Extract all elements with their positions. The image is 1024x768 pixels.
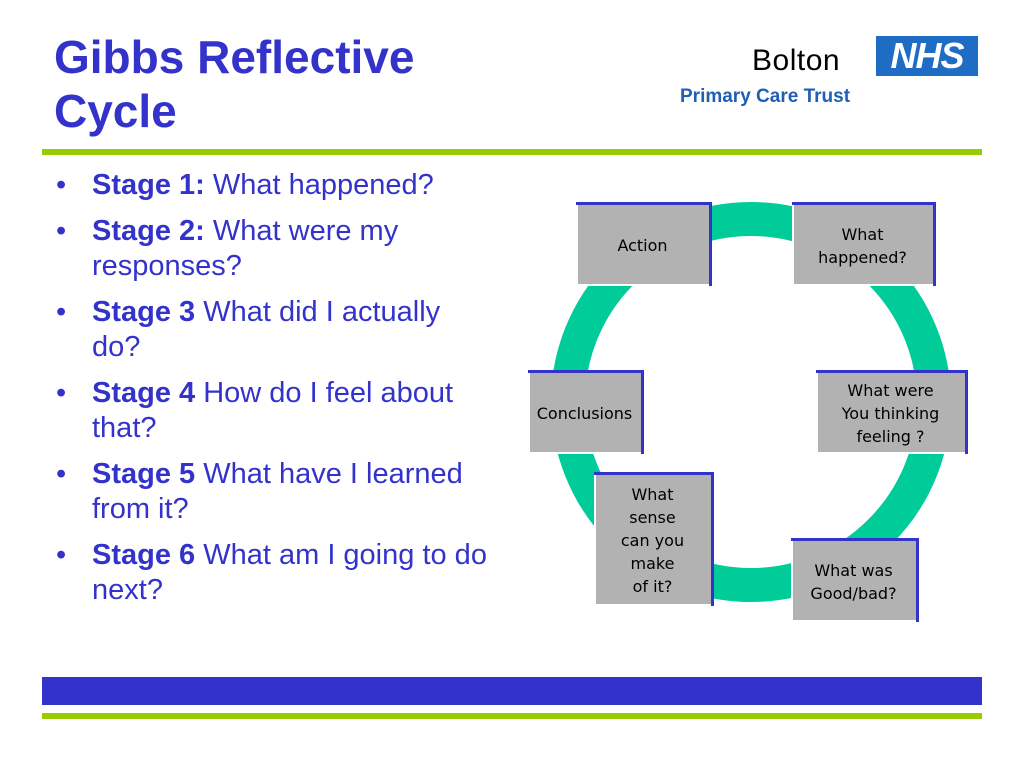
bullet-icon: • <box>56 377 67 409</box>
stage-text: What happened? <box>204 169 434 201</box>
node-thinking-feeling-label: What were You thinking feeling ? <box>841 381 940 446</box>
stage-item: • Stage 1: What happened? <box>54 168 494 203</box>
logo-place-name: Bolton <box>752 44 841 77</box>
stage-label: Stage 6 <box>92 539 196 571</box>
node-thinking-feeling: What were You thinking feeling ? <box>816 370 968 454</box>
bullet-icon: • <box>56 169 67 201</box>
bullet-icon: • <box>56 539 67 571</box>
stage-item: • Stage 6 What am I going to do next? <box>54 538 494 608</box>
stage-item: • Stage 2: What were my responses? <box>54 214 494 284</box>
node-make-sense-label: What sense can you make of it? <box>620 485 685 596</box>
stage-item: • Stage 4 How do I feel about that? <box>54 376 494 446</box>
stage-text: How do I feel about that? <box>92 377 454 444</box>
node-make-sense: What sense can you make of it? <box>594 472 714 606</box>
slide-title: Gibbs Reflective Cycle <box>54 31 415 137</box>
stage-text: What were my responses? <box>92 215 399 282</box>
stage-label: Stage 1: <box>92 169 205 201</box>
node-action-label: Action <box>617 236 668 255</box>
node-what-happened: What happened? <box>792 202 936 286</box>
logo-trust-name: Primary Care Trust <box>680 86 851 107</box>
node-conclusions: Conclusions <box>528 370 644 454</box>
stage-text: What did I actually do? <box>92 296 441 363</box>
node-good-bad: What was Good/bad? <box>791 538 919 622</box>
stage-label: Stage 3 <box>92 296 196 328</box>
node-good-bad-label: What was Good/bad? <box>810 560 897 603</box>
bullet-icon: • <box>56 296 67 328</box>
node-what-happened-label: What happened? <box>818 224 907 267</box>
nhs-logo-badge: NHS <box>876 36 978 76</box>
bullet-icon: • <box>56 215 67 247</box>
bolton-nhs-logo: Bolton NHS Primary Care Trust <box>680 34 980 114</box>
stage-list: • Stage 1: What happened? • Stage 2: What … <box>54 168 494 619</box>
reflective-cycle-diagram: Action What happened? Conclusions What w… <box>500 180 1000 640</box>
bullet-icon: • <box>56 458 67 490</box>
node-conclusions-label: Conclusions <box>536 404 633 423</box>
stage-text: What am I going to do next? <box>92 539 487 606</box>
stage-label: Stage 4 <box>92 377 196 409</box>
node-action: Action <box>576 202 712 286</box>
stage-label: Stage 2: <box>92 215 205 247</box>
top-green-rule <box>42 149 982 155</box>
stage-item: • Stage 3 What did I actually do? <box>54 295 494 365</box>
bottom-blue-band <box>42 677 982 705</box>
stage-label: Stage 5 <box>92 458 196 490</box>
bottom-green-rule <box>42 713 982 719</box>
stage-text: What have I learned from it? <box>92 458 463 525</box>
stage-item: • Stage 5 What have I learned from it? <box>54 457 494 527</box>
